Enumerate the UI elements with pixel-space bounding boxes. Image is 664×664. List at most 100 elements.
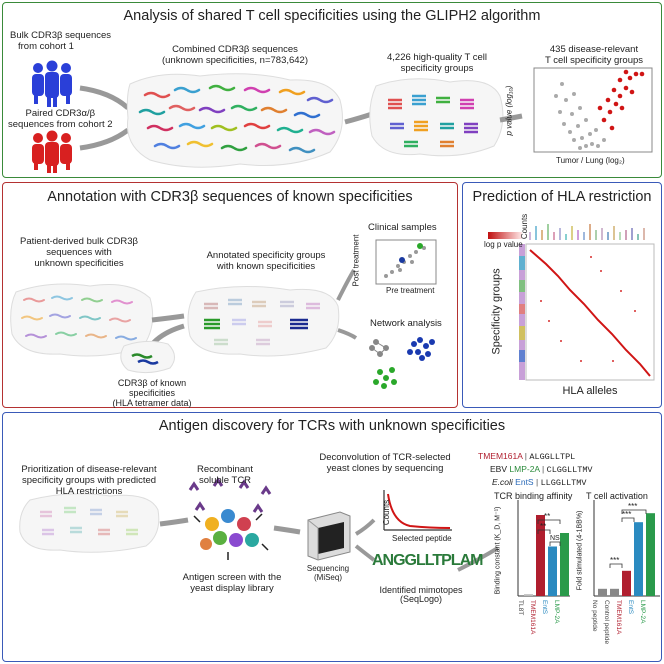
activation-sig-1: ***	[610, 556, 620, 565]
screen-label-line1: Antigen screen with the	[182, 572, 282, 583]
screen-label-line2: yeast display library	[190, 583, 274, 594]
hla-xlabel: HLA alleles	[562, 385, 618, 397]
panel-hla-prediction	[462, 182, 662, 408]
chart_binding-bar	[536, 515, 545, 596]
post-treatment-label: Post treatment	[351, 234, 361, 287]
hla-ylabel: Specificity groups	[490, 268, 503, 355]
groups-label-line2: specificity groups	[400, 63, 474, 74]
chart_binding-category-label: TMEM161A	[528, 600, 536, 635]
pre-treatment-label: Pre treatment	[386, 286, 435, 295]
peptide-seq: LLGGLLTMV	[540, 478, 587, 488]
patient-label-line2: sequences with	[46, 247, 112, 258]
combined-label-line1: Combined CDR3β sequences	[172, 44, 298, 55]
arrow-to-affinity	[457, 546, 500, 572]
binding-sig-ns: NS	[550, 535, 560, 542]
known-squiggles	[131, 353, 159, 365]
peptide-seq: ALGGLLTPL	[529, 452, 576, 462]
binding-sig-2: **	[540, 522, 547, 531]
clinical-label: Clinical samples	[368, 222, 437, 233]
prioritized-groups-cloud	[19, 493, 160, 553]
arrow-cohort1	[79, 85, 130, 110]
hla-group-colorbar-segments	[519, 256, 525, 362]
peptide-prefix: E.coli	[492, 477, 513, 487]
panel-antigen-discovery	[2, 412, 662, 662]
annotated-label-line1: Annotated specificity groups	[206, 250, 326, 261]
panel4-title: Antigen discovery for TCRs with unknown …	[158, 418, 506, 434]
prior-label-line3: HLA restrictions	[55, 486, 123, 497]
hla-logp-label: log p value	[484, 240, 523, 249]
seq-label-line1: Sequencing	[306, 564, 350, 573]
arrow-to-network	[337, 328, 358, 340]
paired-label-line2: sequences from cohort 2	[8, 119, 113, 130]
peptide-name: LMP-2A	[509, 464, 540, 474]
paired-label-line1: Paired CDR3α/β	[25, 108, 96, 119]
chart_binding-category-label: TL8T	[516, 600, 524, 616]
chart_activation-category-label: No peptide	[590, 600, 598, 632]
arrow-to-annotated	[151, 313, 185, 323]
activation-sig-2: ***	[628, 502, 638, 511]
recomb-label-line1: Recombinant	[197, 464, 253, 475]
chart_activation-category-label: TMEM161A	[614, 600, 622, 635]
mimo-label-line1: Identified mimotopes	[379, 585, 463, 595]
bulk-label-line1: Bulk CDR3β sequences	[10, 30, 112, 41]
volcano-grey-points	[554, 82, 606, 150]
counts-axis-label: Counts	[382, 499, 392, 526]
chart_activation-bar	[634, 522, 643, 596]
prior-label-line2: specificity groups with predicted	[21, 475, 157, 486]
deconv-label-line1: Deconvolution of TCR-selected	[319, 452, 451, 463]
peptide-row: E.coli EntS | LLGGLLTMV	[492, 477, 587, 488]
seq-label-line2: (MiSeq)	[313, 573, 342, 582]
chart_activation-bar	[622, 570, 631, 596]
peptide-row: TMEM161A | ALGGLLTPL	[478, 451, 576, 462]
display-peptides	[193, 513, 269, 560]
disease-label-line2: T cell specificity groups	[544, 55, 644, 66]
mimo-label-line2: (SeqLogo)	[399, 594, 443, 604]
cdr3-squiggles	[138, 84, 336, 154]
panel2-title: Annotation with CDR3β sequences of known…	[47, 189, 413, 205]
chart_binding-category-label: LMP-2A	[552, 600, 560, 624]
recomb-label-line2: soluble TCR	[198, 475, 252, 486]
clinical-points	[384, 246, 426, 278]
bulk-label-line2: from cohort 1	[18, 41, 74, 52]
chart_activation-bar	[598, 588, 607, 596]
hla-counts-label: Counts	[520, 213, 530, 240]
hla-scatter-cells	[540, 256, 636, 362]
panel1-title: Analysis of shared T cell specificities …	[123, 8, 541, 24]
prior-label-line1: Prioritization of disease-relevant	[21, 464, 157, 475]
yeast-cells	[200, 509, 259, 550]
volcano-xlabel: Tumor / Lung (log₂)	[556, 156, 625, 165]
panel3-title: Prediction of HLA restriction	[472, 189, 652, 205]
specificity-groups-cloud	[369, 78, 504, 157]
chart_activation-bar	[646, 513, 655, 596]
network-grey-cluster	[369, 339, 389, 357]
counts-plot	[383, 490, 452, 531]
groups-label-line1: 4,226 high-quality T cell	[387, 52, 487, 63]
tcr-molecules	[188, 477, 272, 513]
miseq-sequencer	[307, 511, 351, 561]
network-blue-cluster	[407, 337, 435, 361]
arrow-cohort2	[79, 127, 130, 151]
known-label-line2: specificities	[128, 388, 175, 398]
chart_activation-bar	[610, 588, 619, 596]
annotated-label-line2: with known specificities	[216, 261, 316, 272]
clinical-green-point	[417, 243, 423, 249]
binding-bars-group	[524, 515, 569, 596]
annotated-bundles	[204, 298, 320, 346]
mimotopes-label: Identified mimotopes(SeqLogo)	[366, 586, 476, 604]
group-bundles	[388, 94, 478, 148]
disease-label-line1: 435 disease-relevant	[549, 44, 639, 55]
arrow-to-screen	[159, 517, 189, 527]
deconv-label-line2: yeast clones by sequencing	[326, 463, 444, 474]
chart_activation-category-label: Control peptide	[602, 600, 610, 645]
arrow-to-clinical	[336, 268, 356, 301]
chart_activation-category-label: LMP-2A	[638, 600, 646, 624]
seqlogo: ANGGLLTPLAM	[372, 552, 483, 569]
arrow-to-seqlogo	[354, 544, 376, 562]
activation-title: T cell activation	[586, 491, 648, 501]
arrow-to-groups	[344, 111, 373, 125]
